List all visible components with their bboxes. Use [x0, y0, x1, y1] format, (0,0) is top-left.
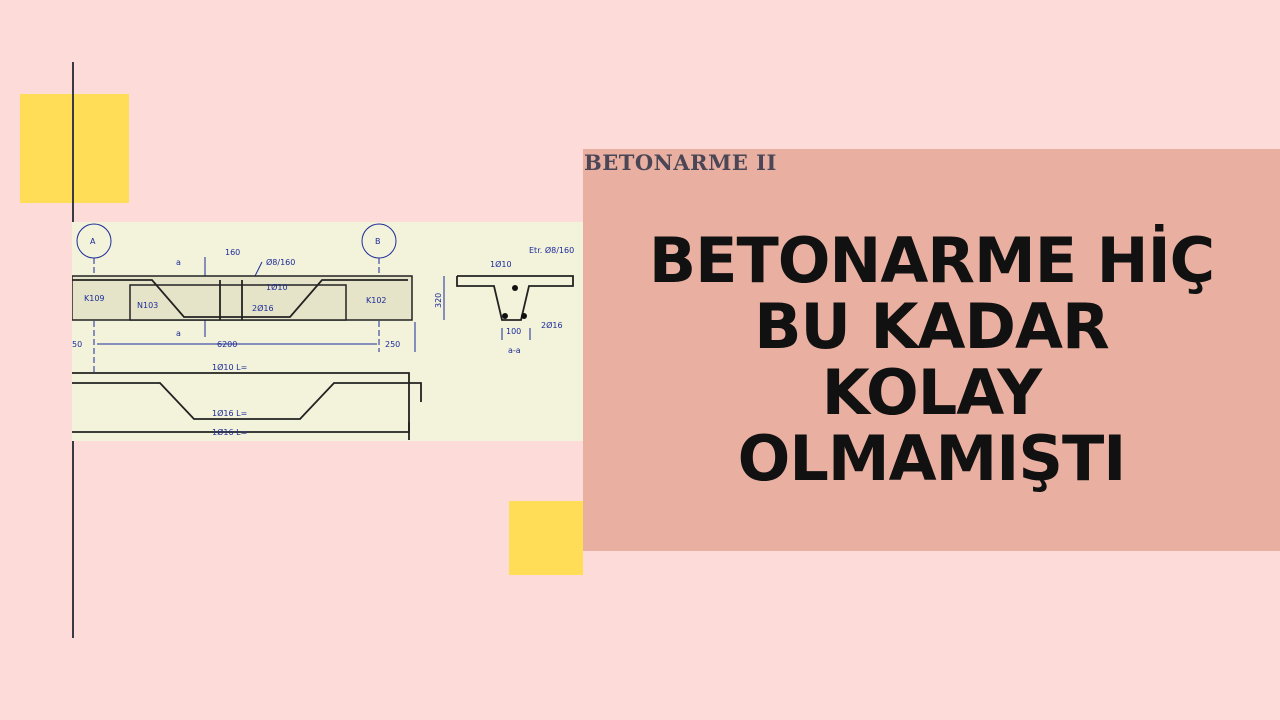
bent-bar [72, 279, 408, 318]
title-panel [583, 149, 1280, 551]
bar-shape-1 [72, 372, 410, 440]
stirrup-label: Ø8/160 [266, 257, 295, 267]
bar-schedule-3: 1Ø16 L= [212, 427, 247, 437]
bar-schedule-1: 1Ø10 L= [212, 362, 247, 372]
section-outline [456, 275, 574, 321]
title-line: BETONARME HİÇ [648, 224, 1215, 297]
stirrup-spacing-label: 160 [225, 248, 240, 257]
slab-label: N103 [137, 301, 158, 310]
section-height: 320 [434, 293, 443, 308]
bar-schedule-2: 1Ø16 L= [212, 408, 247, 418]
title-line: KOLAY [821, 356, 1042, 429]
yellow-square-decoration [509, 501, 583, 575]
section-bottom-bar: 2Ø16 [541, 320, 563, 330]
course-subtitle: BETONARME II [584, 150, 777, 175]
column-right-label: K102 [366, 296, 387, 305]
section-top-bar: 1Ø10 [490, 259, 512, 269]
axis-b-label: B [375, 237, 381, 246]
section-width: 100 [506, 327, 521, 336]
main-title: BETONARME HİÇ BU KADAR KOLAY OLMAMIŞTI [583, 228, 1280, 492]
beam-reinforcement-drawing: A B K109 N103 K102 160 Ø8/160 1Ø10 2Ø16 … [71, 222, 583, 441]
axis-a-label: A [90, 237, 96, 246]
left-dimension: 50 [72, 340, 82, 349]
section-mark-top: a [176, 258, 181, 267]
section-label: a-a [508, 346, 521, 355]
column-left-label: K109 [84, 294, 105, 303]
drawing-svg: A B K109 N103 K102 160 Ø8/160 1Ø10 2Ø16 … [71, 223, 574, 440]
top-bar-label: 1Ø10 [266, 282, 288, 292]
title-line: BU KADAR [754, 290, 1109, 363]
section-mark-bottom: a [176, 329, 181, 338]
bottom-bar-label: 2Ø16 [252, 303, 274, 313]
section-stirrup: Etr. Ø8/160 [529, 245, 574, 255]
title-line: OLMAMIŞTI [737, 422, 1127, 495]
overhang-dimension: 250 [385, 340, 400, 349]
span-dimension: 6200 [217, 340, 237, 349]
yellow-square-decoration [20, 94, 129, 203]
